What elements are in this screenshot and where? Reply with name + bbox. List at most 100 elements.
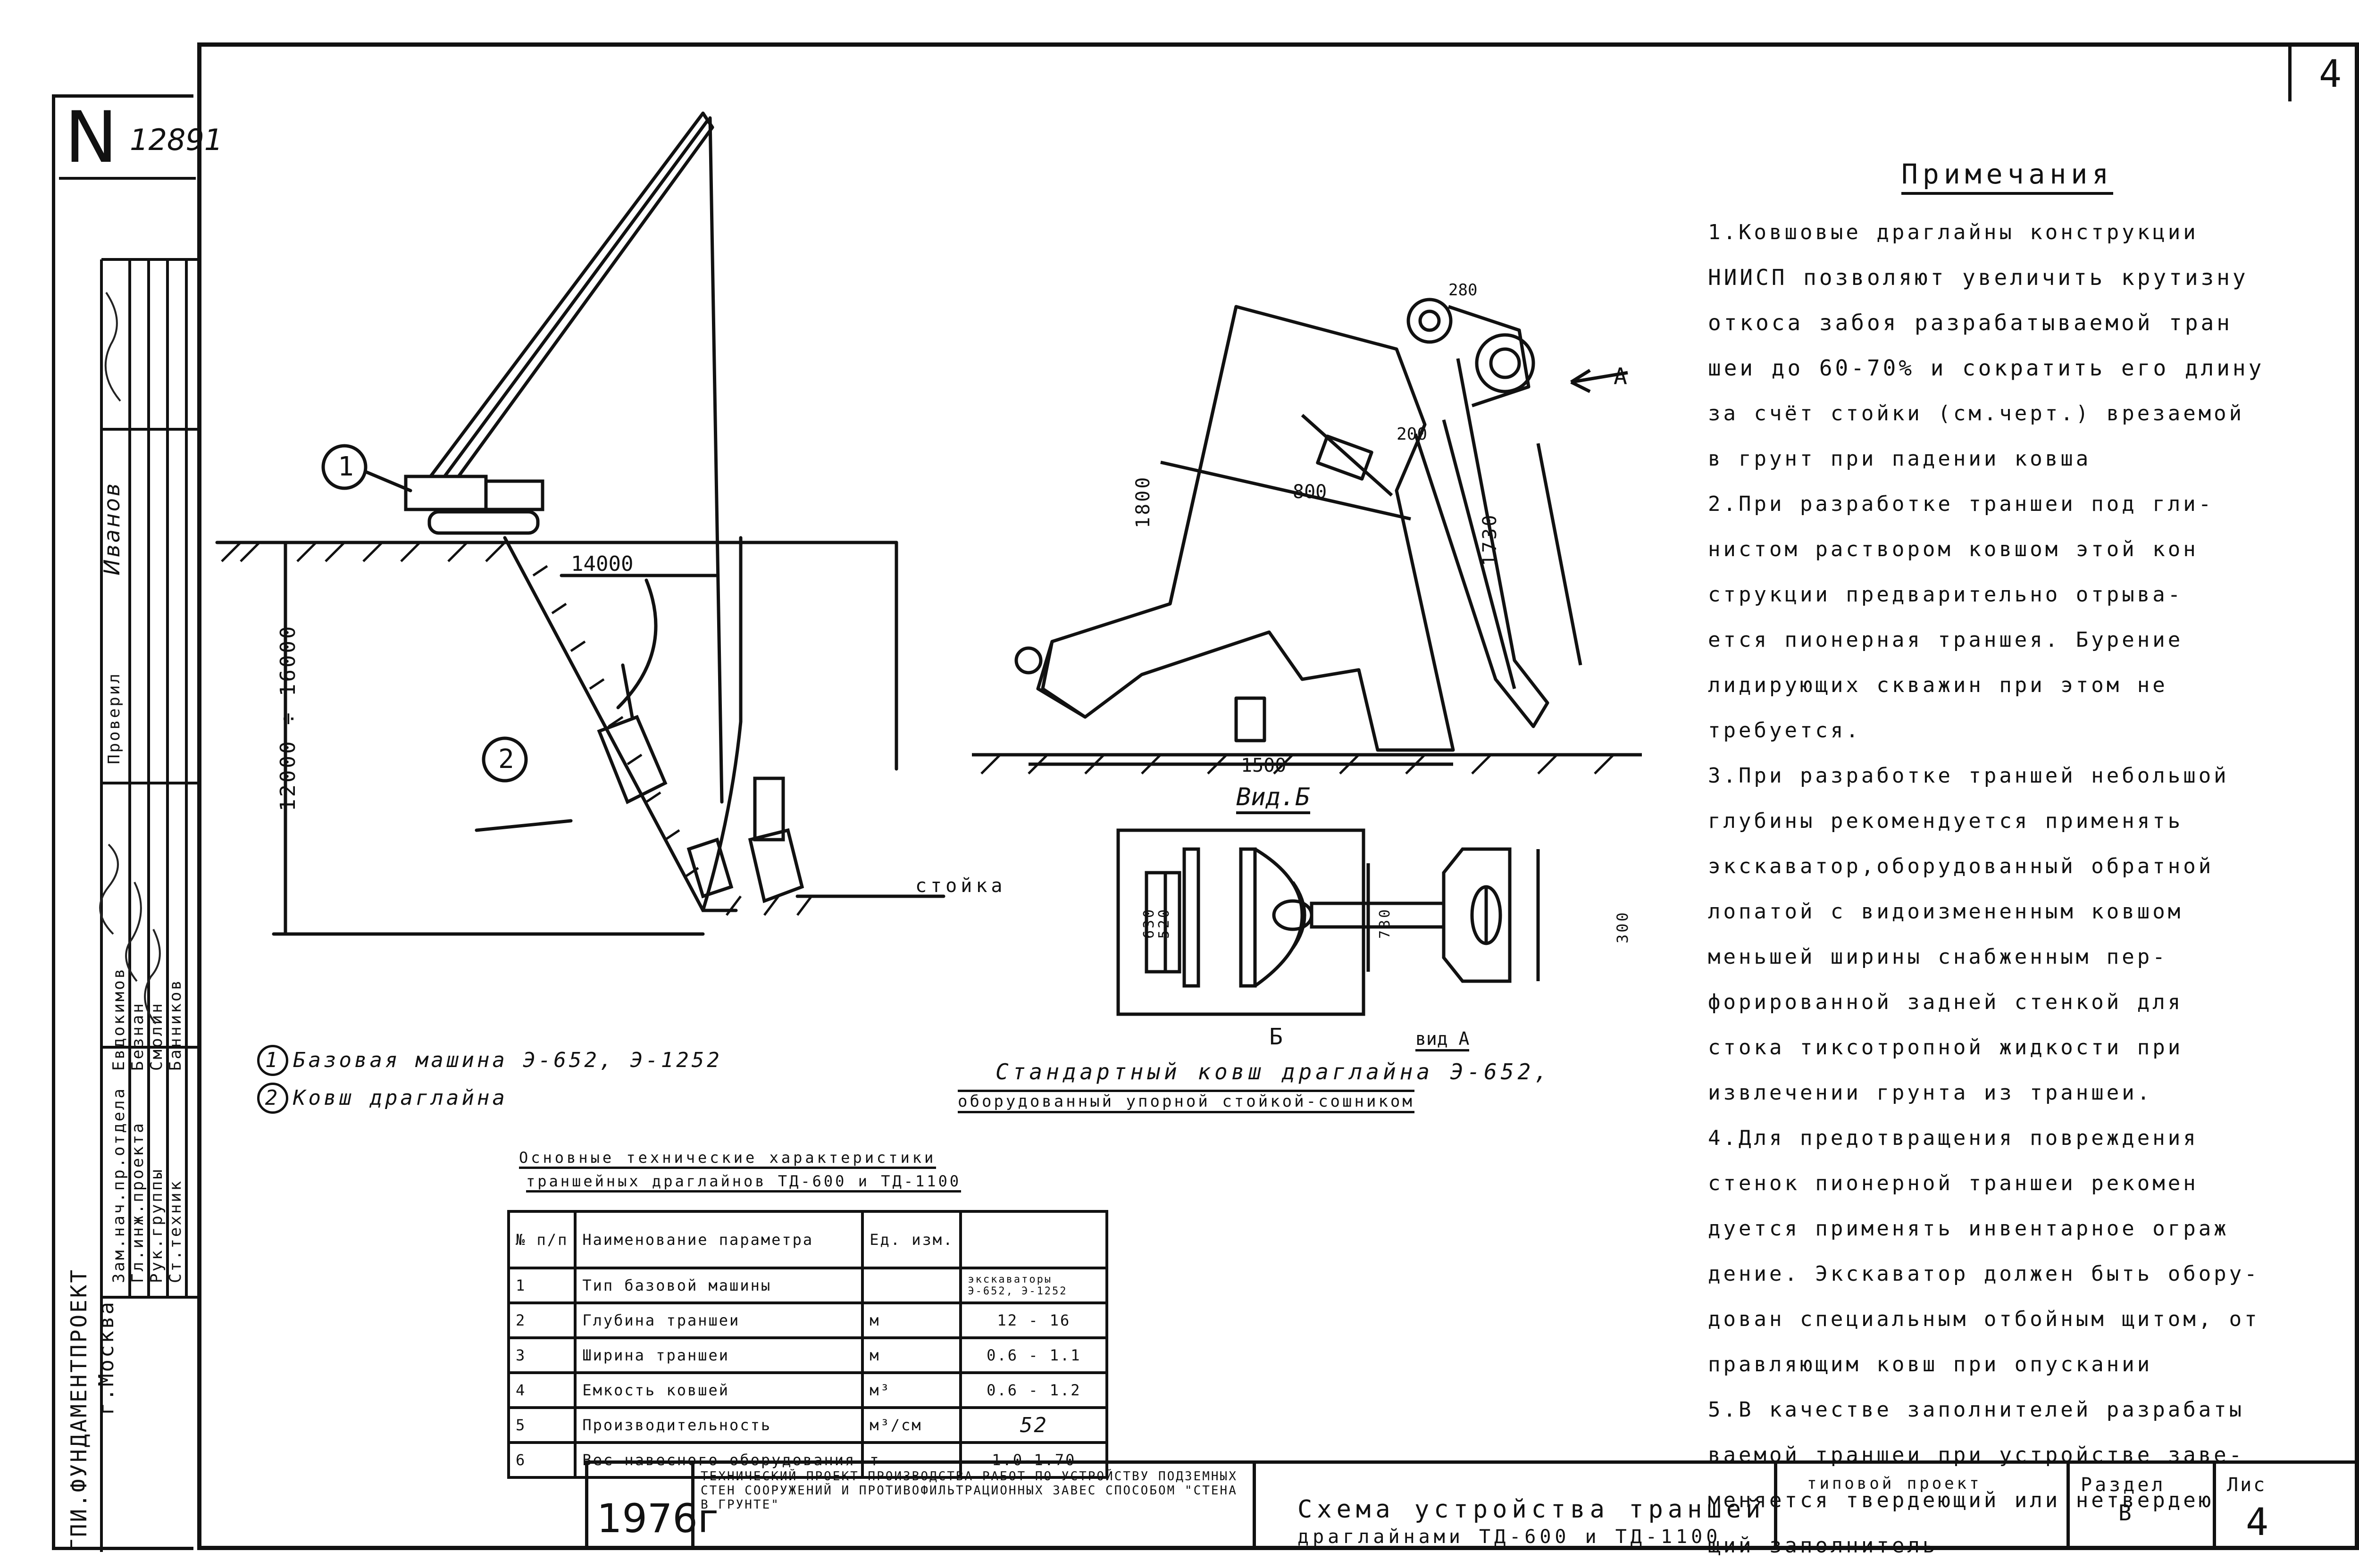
archive-number: 12891 (130, 123, 223, 157)
legend-num-1: 1 (257, 1045, 288, 1076)
notes-line: лидирующих скважин при этом не (1708, 673, 2168, 697)
table-cell: 52 (959, 1406, 1109, 1444)
title-block-divider (2213, 1460, 2216, 1550)
dim-730: 730 (1377, 907, 1393, 939)
notes-line: нистом раствором ковшом этой кон (1708, 537, 2199, 561)
table-row: 1 Тип базовой машины экскаваторы Э-652, … (507, 1267, 1109, 1304)
plan-view-drawing (1116, 828, 1540, 1016)
notes-line: 4.Для предотвращения повреждения (1708, 1126, 2199, 1150)
notes-line: стенок пионерной траншеи рекомен (1708, 1171, 2199, 1195)
legend-num-2: 2 (257, 1083, 288, 1114)
table-cell: Ширина траншеи (574, 1336, 864, 1374)
side-stamp-border (52, 94, 193, 1550)
table-cell: т (861, 1441, 962, 1479)
notes-line: стока тиксотропной жидкости при (1708, 1035, 2183, 1059)
table-cell: 3 (507, 1336, 577, 1374)
notes-line: за счёт стойки (см.черт.) врезаемой (1708, 401, 2245, 425)
sheet-value: 4 (2246, 1500, 2269, 1544)
dim-300: 300 (1614, 910, 1631, 943)
table-cell: 1 (507, 1267, 577, 1304)
table-title-line2: траншейных драглайнов ТД-600 и ТД-1100 (526, 1172, 962, 1193)
dim-depth: 12000 ÷ 16000 (276, 624, 300, 811)
table-cell: 0.6 - 1.1 (959, 1336, 1109, 1374)
table-cell: м³/см (861, 1406, 962, 1444)
excavator-drawing (215, 111, 945, 936)
title-description: Технический проект производства работ по… (701, 1469, 1238, 1512)
dim-14000: 14000 (571, 552, 634, 576)
table-row: 5 Производительность м³/см 52 (507, 1406, 1109, 1444)
notes-line: струкции предварительно отрыва- (1708, 583, 2183, 607)
table-header-row: № п/п Наименование параметра Ед. изм. (507, 1210, 1109, 1269)
dim-200: 200 (1397, 425, 1428, 444)
dim-280: 280 (1448, 281, 1478, 300)
table-cell: Емкость ковшей (574, 1371, 864, 1409)
table-cell: 0.6 - 1.2 (959, 1371, 1109, 1409)
table-cell: 12 - 16 (959, 1301, 1109, 1339)
page-number: 4 (2319, 52, 2342, 96)
notes-line: 5.В качестве заполнителей разрабаты (1708, 1398, 2245, 1422)
table-cell: 5 (507, 1406, 577, 1444)
archive-number-box: N 12891 (59, 97, 223, 180)
notes-line: 2.При разработке траншеи под гли- (1708, 492, 2214, 516)
notes-line: форированной задней стенкой для (1708, 990, 2183, 1014)
notes-line: откоса забоя разрабатываемой тран (1708, 310, 2233, 335)
notes-line: экскаватор,оборудованный обратной (1708, 854, 2214, 878)
table-cell (861, 1267, 962, 1304)
table-header: № п/п (507, 1210, 577, 1269)
scheme-title-line1: Схема устройства траншей (1297, 1495, 1765, 1524)
characteristics-table: № п/п Наименование параметра Ед. изм. 1 … (507, 1210, 1109, 1479)
title-block-divider (1253, 1460, 1256, 1550)
notes-line: дован специальным отбойным щитом, от (1708, 1307, 2260, 1331)
section-label: Раздел (2081, 1474, 2166, 1496)
table-row: 6 Вес навесного оборудования т 1.0-1.70 (507, 1441, 1109, 1479)
notes-line: глубины рекомендуется применять (1708, 809, 2183, 833)
stoyka-label: стойка (915, 875, 1006, 897)
dim-1800: 1800 (1132, 475, 1154, 528)
side-stamp-grid (99, 258, 198, 1552)
table-cell: Тип базовой машины (574, 1267, 864, 1304)
table-row: 3 Ширина траншеи м 0.6 - 1.1 (507, 1336, 1109, 1374)
table-cell: м (861, 1336, 962, 1374)
notes-line: ется пионерная траншея. Бурение (1708, 628, 2183, 652)
title-block (585, 1460, 2359, 1553)
notes-line: дуется применять инвентарное ограж (1708, 1217, 2229, 1241)
table-header: Ед. изм. (861, 1210, 962, 1269)
title-block-divider (1774, 1460, 1777, 1550)
table-row: 2 Глубина траншеи м 12 - 16 (507, 1301, 1109, 1339)
bucket-caption-line2: оборудованный упорной стойкой-сошником (958, 1090, 1414, 1113)
notes-line: 1.Ковшовые драглайны конструкции (1708, 220, 2199, 244)
table-cell: Производительность (574, 1406, 864, 1444)
notes-line: меняется твердеющий или нетвердею (1708, 1488, 2214, 1512)
view-a-mark: А (1614, 363, 1627, 390)
sheet-label: Лис (2227, 1474, 2267, 1496)
mark-b: Б (1269, 1024, 1283, 1050)
title-year: 1976г (597, 1495, 719, 1542)
archive-letter: N (65, 97, 118, 179)
notes-line: шеи до 60-70% и сократить его длину (1708, 355, 2265, 381)
vid-a-label: вид А (1415, 1028, 1470, 1051)
table-title-line1: Основные технические характеристики (519, 1149, 937, 1169)
dim-1730: 1730 (1479, 513, 1501, 566)
table-header (959, 1210, 1109, 1269)
scheme-title-line2: драглайнами ТД-600 и ТД-1100 (1297, 1526, 1722, 1548)
dim-520: 520 (1156, 907, 1172, 939)
legend-text-2: Ковш драглайна (293, 1086, 508, 1110)
notes-line: в грунт при падении ковша (1708, 447, 2091, 471)
table-cell: м³ (861, 1371, 962, 1409)
table-cell: 4 (507, 1371, 577, 1409)
notes-line: дение. Экскаватор должен быть обору- (1708, 1262, 2260, 1286)
title-block-divider (2066, 1460, 2070, 1550)
table-cell: экскаваторы Э-652, Э-1252 (959, 1267, 1109, 1304)
notes-title: Примечания (1901, 158, 2114, 195)
dim-630: 630 (1141, 907, 1157, 939)
notes-line: меньшей ширины снабженным пер- (1708, 945, 2168, 969)
notes-line: НИИСП позволяют увеличить крутизну (1708, 265, 2249, 290)
page-number-box (2288, 45, 2292, 101)
notes-line: правляющим ковш при опускании (1708, 1352, 2153, 1376)
table-cell: Вес навесного оборудования (574, 1441, 864, 1479)
title-block-divider (585, 1460, 588, 1550)
notes-line: щий заполнитель (1708, 1534, 1938, 1558)
dim-1500: 1500 (1241, 755, 1287, 776)
